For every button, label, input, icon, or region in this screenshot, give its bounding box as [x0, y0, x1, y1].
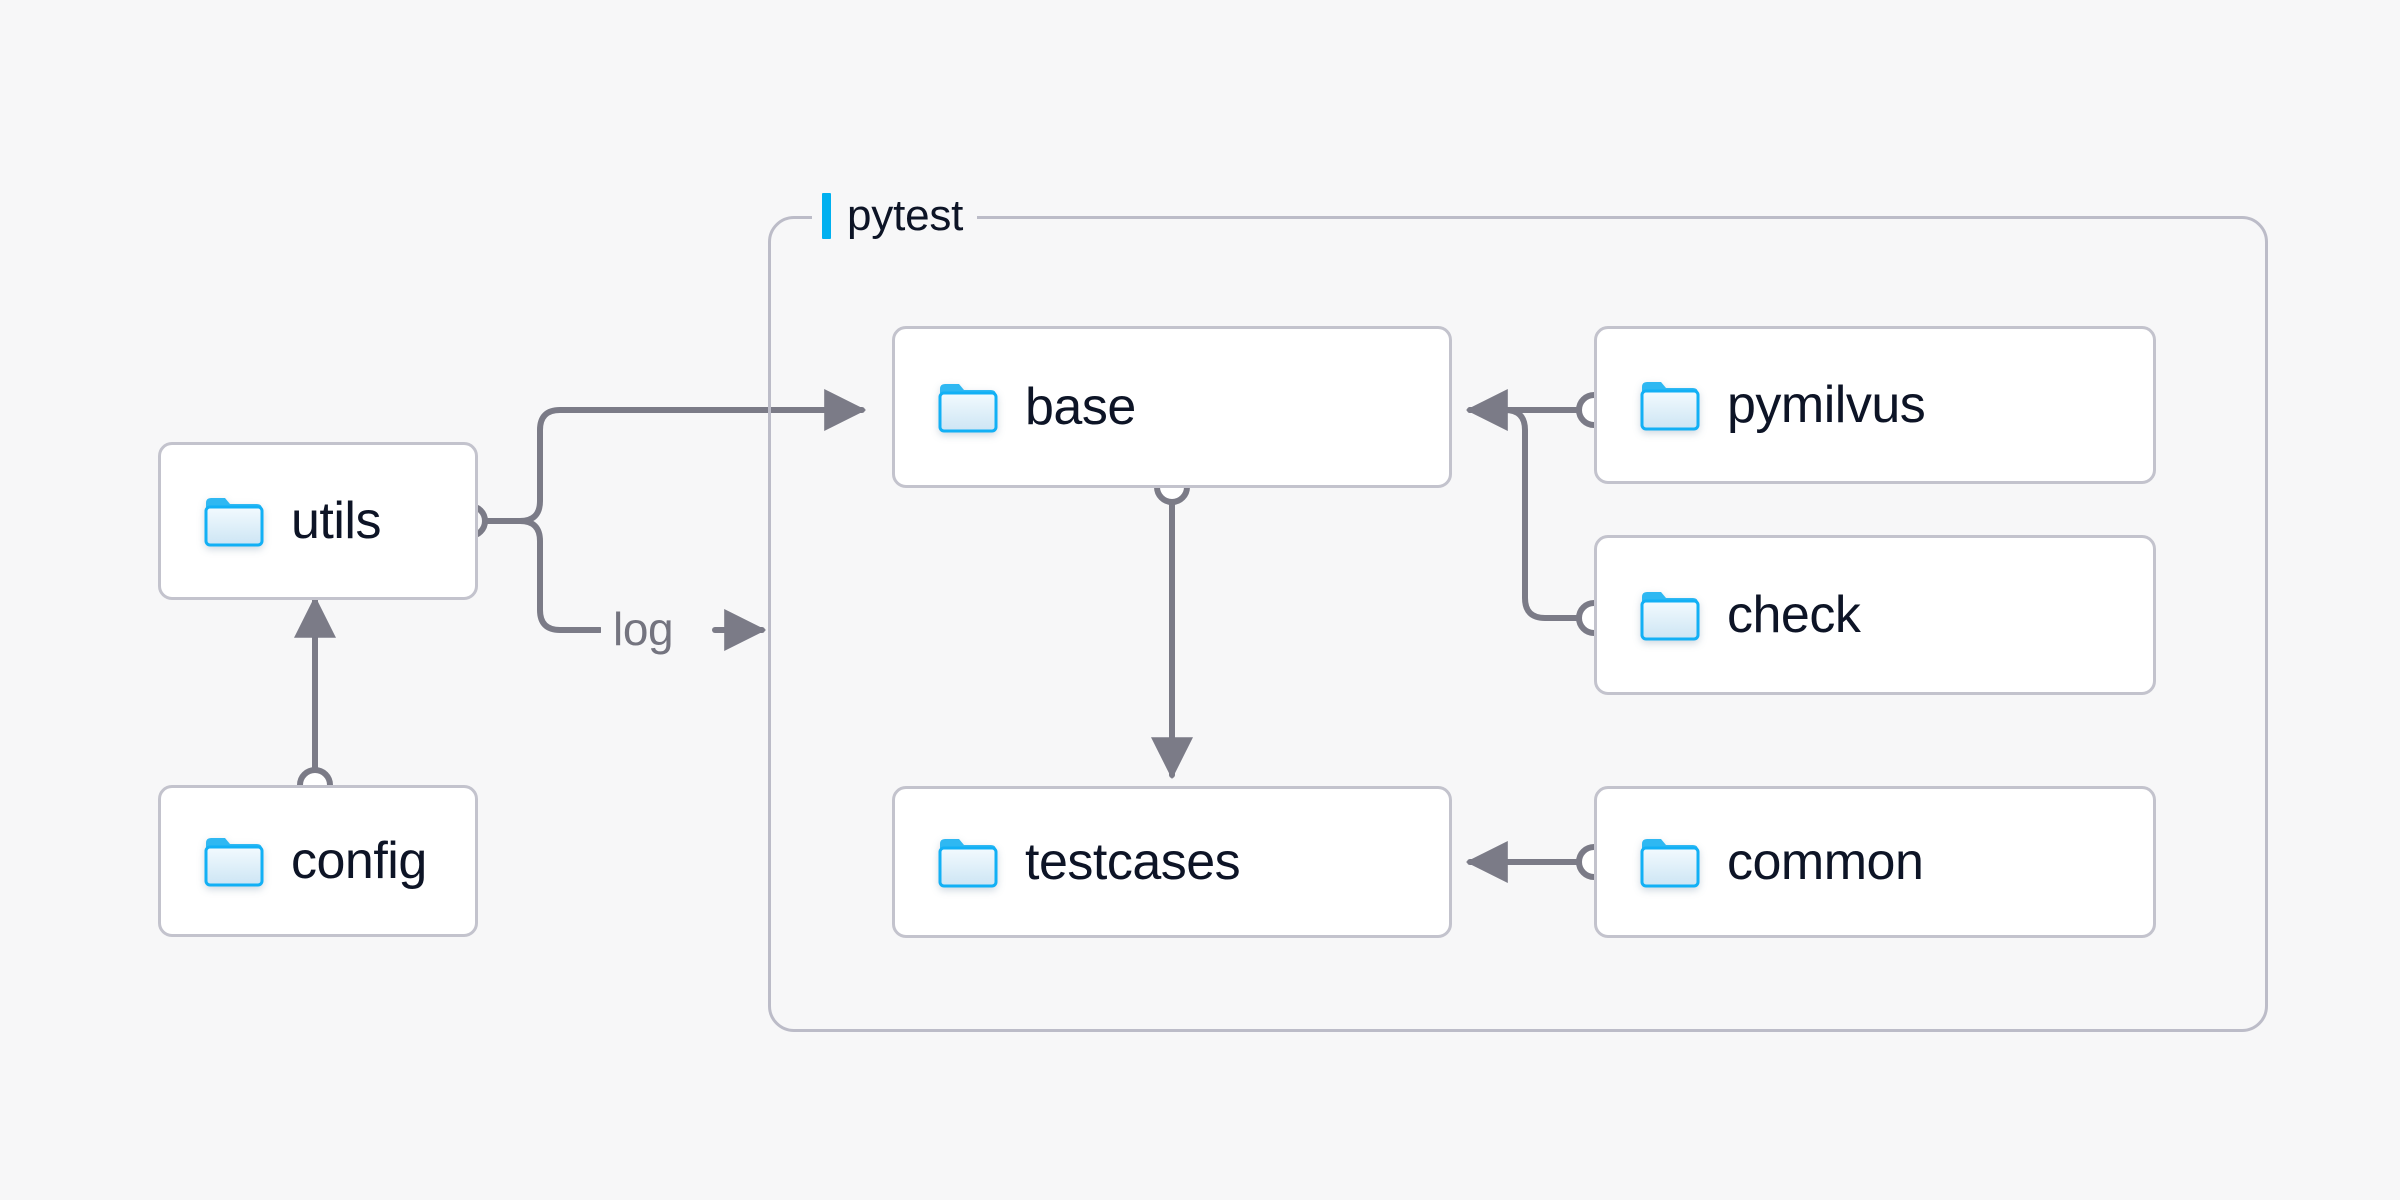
node-utils[interactable]: utils [158, 442, 478, 600]
node-common[interactable]: common [1594, 786, 2156, 938]
node-base[interactable]: base [892, 326, 1452, 488]
node-pymilvus[interactable]: pymilvus [1594, 326, 2156, 484]
node-label: common [1727, 833, 1924, 891]
node-testcases[interactable]: testcases [892, 786, 1452, 938]
folder-icon [1639, 835, 1701, 889]
group-accent-bar [822, 193, 831, 239]
folder-icon [937, 835, 999, 889]
folder-icon [937, 380, 999, 434]
node-label: check [1727, 586, 1861, 644]
node-label: testcases [1025, 833, 1241, 891]
edge-label-log: log [601, 602, 686, 656]
node-label: utils [291, 492, 381, 550]
folder-icon [203, 494, 265, 548]
node-label: pymilvus [1727, 376, 1926, 434]
group-label-pytest: pytest [812, 187, 978, 245]
group-title-text: pytest [847, 191, 964, 240]
folder-icon [1639, 378, 1701, 432]
node-label: config [291, 832, 427, 890]
node-label: base [1025, 378, 1136, 436]
folder-icon [203, 834, 265, 888]
node-check[interactable]: check [1594, 535, 2156, 695]
folder-icon [1639, 588, 1701, 642]
node-config[interactable]: config [158, 785, 478, 937]
group-container-pytest [768, 216, 2268, 1032]
